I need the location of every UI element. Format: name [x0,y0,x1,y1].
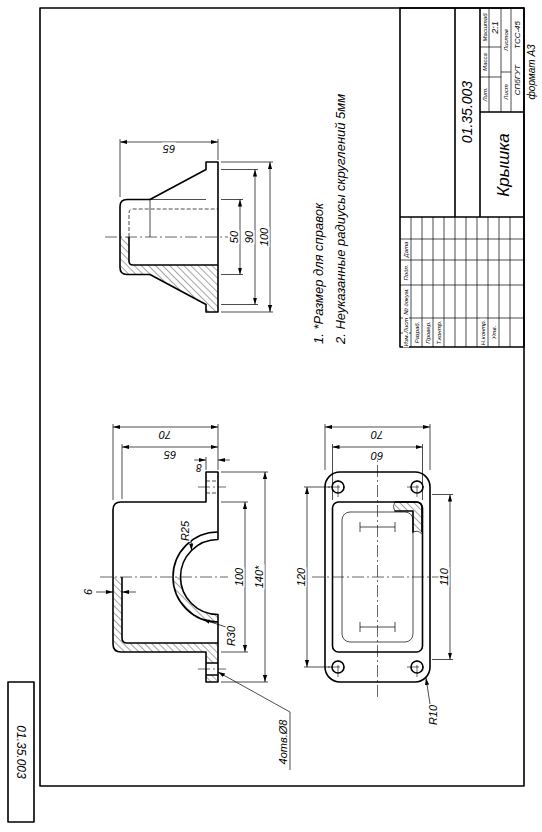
front-view [96,424,290,770]
dimension-label: 100 [234,567,245,587]
dimension-label: 110 [439,567,450,587]
title-block-text: Листов [503,28,509,52]
dimension-label: R10 [428,704,439,726]
sheet-frame [8,8,524,822]
dimension-label: 4отв.Ø8 [278,719,289,766]
title-block-text: Лист [403,317,409,334]
title-block-text: СПбГУТ [514,64,522,96]
dimension-label: 120 [296,567,307,587]
title-block-text: Изм. [403,333,409,348]
title-block-text: Разраб. [414,321,420,345]
dimension-label: 65 [163,449,177,460]
title-block-text: № докум. [403,287,409,315]
dimension-label: 8 [195,462,203,472]
title-block-text: Лист [503,83,509,100]
side-view [105,139,273,312]
dimension-label: 50 [229,230,240,244]
title-block-text: Крышка [495,132,512,198]
dimension-label: 70 [370,429,384,440]
dimension-label: R25 [180,520,191,542]
note-text: 1. *Размер для справок [312,202,325,345]
title-block-text: ТСС-45 [514,20,522,50]
title-block-text: Провер. [425,320,431,344]
dimension-label: 140* [254,565,265,590]
title-block-text: Т.контр. [436,319,442,345]
note-text: 2. Неуказанные радиусы скруглений 5мм [334,93,347,345]
dimension-label: 60 [370,450,384,461]
title-block [400,8,524,347]
title-block-text: Лит. [482,86,488,102]
title-block-text: 01.35.003 [460,80,474,144]
title-block-text: Масса [482,52,488,72]
format-label: формат А3 [527,43,537,100]
title-block-text: Утв. [491,325,497,341]
title-block-text: Дата [403,241,409,259]
dimension-label: 65 [162,143,176,154]
title-block-text: Масштаб [482,12,488,42]
title-block-text: Подп. [403,264,409,282]
dimension-label: 100 [259,227,270,247]
dimension-label: 70 [158,429,172,440]
title-block-text: 2:1 [491,20,500,35]
title-block-text: Н.контр. [480,319,486,346]
dimension-label: 6 [83,588,94,596]
dimension-label: 90 [244,230,255,244]
top-view [304,424,453,704]
dimension-label: R30 [226,625,237,647]
drawing-number-stamp: 01.35.003 [15,724,27,779]
